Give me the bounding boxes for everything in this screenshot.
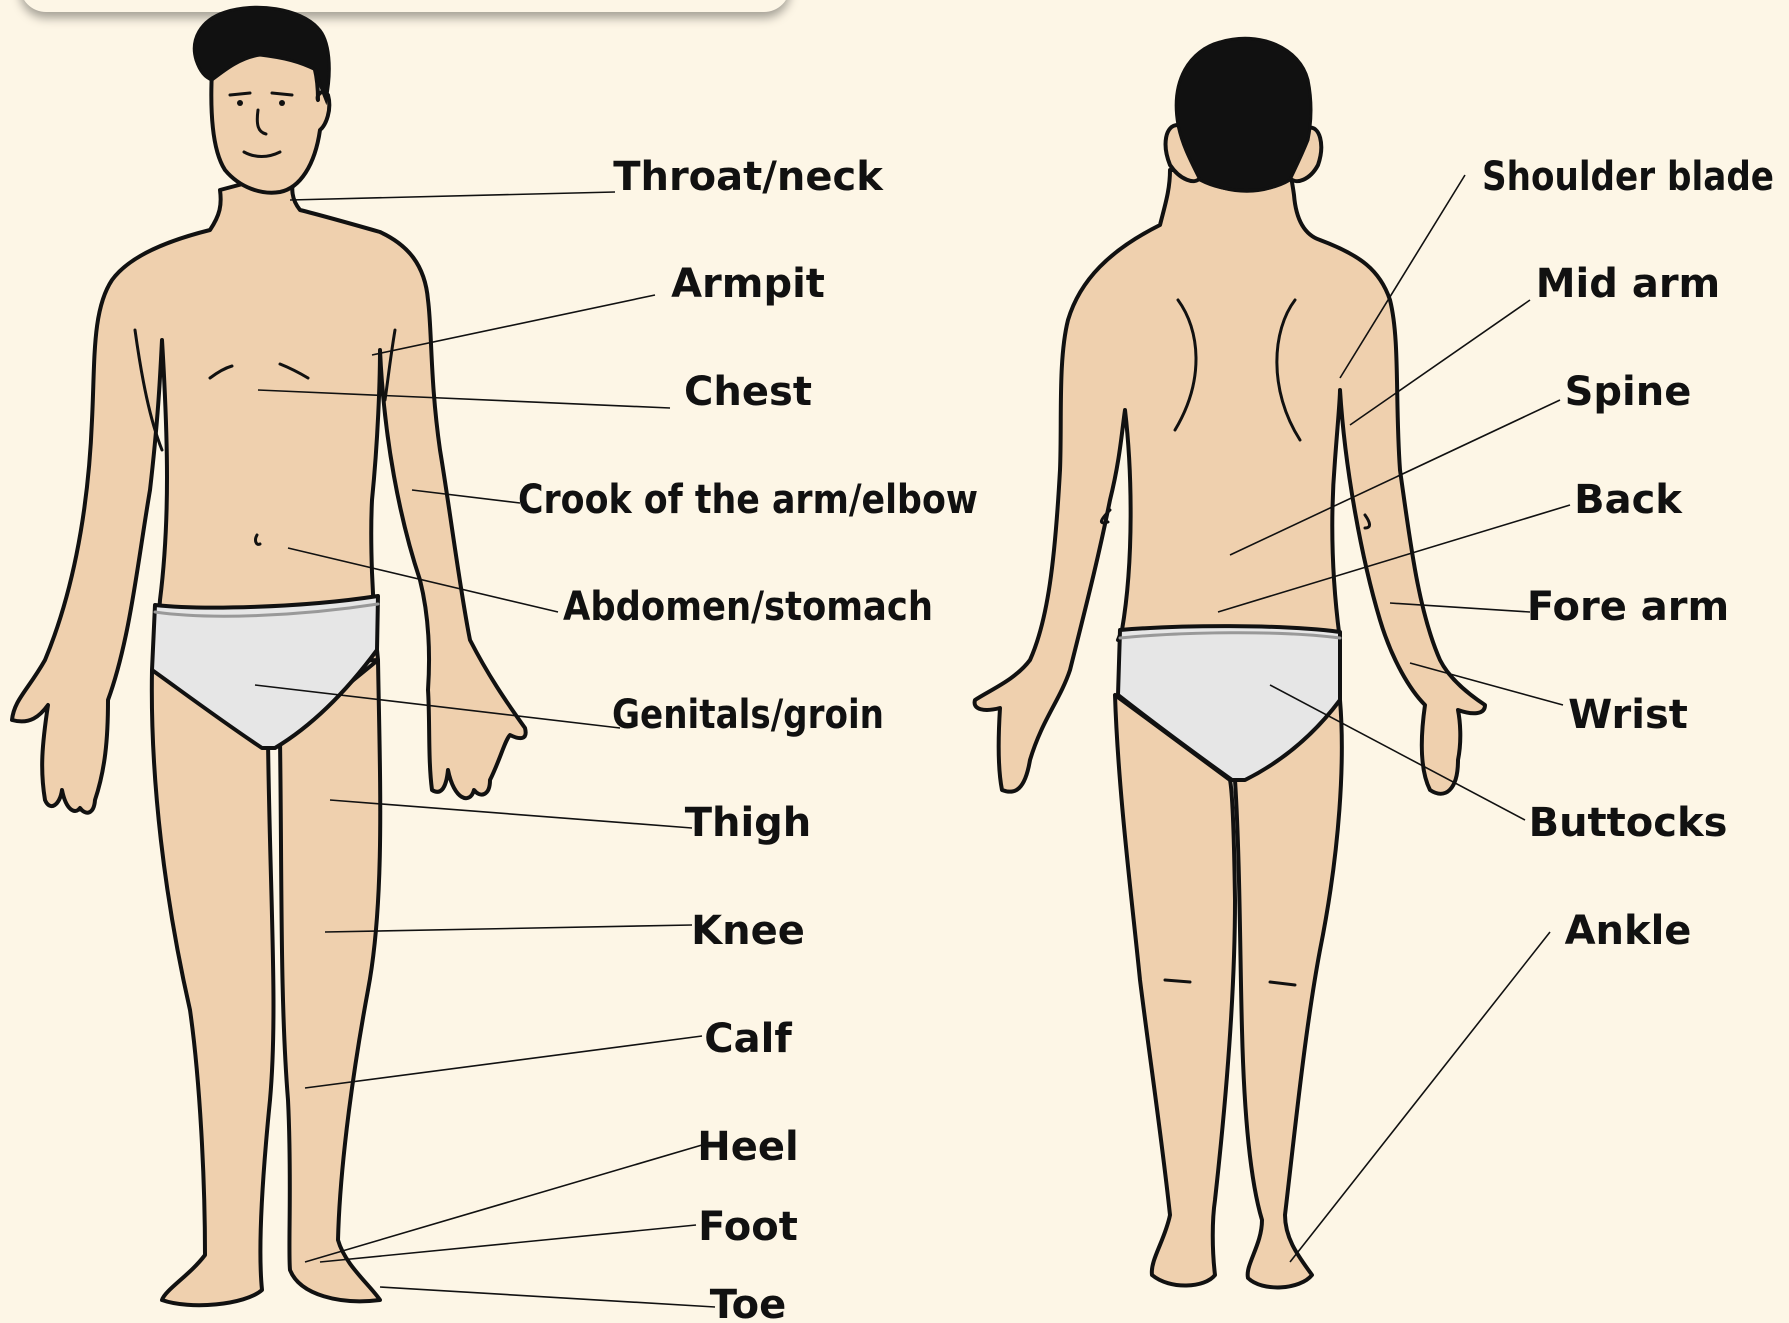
label-armpit: Armpit (671, 261, 825, 307)
label-genitals-groin: Genitals/groin (612, 692, 884, 738)
back-figure (975, 38, 1485, 1287)
label-back: Back (1574, 477, 1683, 523)
label-chest: Chest (684, 369, 812, 415)
label-wrist: Wrist (1568, 692, 1688, 738)
label-throat-neck: Throat/neck (613, 154, 884, 200)
label-knee: Knee (691, 908, 805, 954)
label-heel: Heel (697, 1124, 798, 1170)
label-mid-arm: Mid arm (1536, 261, 1720, 307)
front-figure (12, 7, 526, 1305)
back-right-leg (1115, 695, 1235, 1286)
label-calf: Calf (704, 1016, 792, 1062)
label-spine: Spine (1565, 369, 1692, 415)
label-buttocks: Buttocks (1529, 800, 1728, 846)
back-left-leg (1235, 700, 1342, 1287)
label-foot: Foot (698, 1204, 798, 1250)
front-labels: Throat/neck Armpit Chest Crook of the ar… (518, 154, 978, 1323)
front-right-leg (152, 670, 274, 1305)
label-fore-arm: Fore arm (1527, 584, 1729, 630)
label-crook-of-arm-elbow: Crook of the arm/elbow (518, 477, 978, 523)
label-abdomen-stomach: Abdomen/stomach (563, 584, 933, 630)
back-labels: Shoulder blade Mid arm Spine Back Fore a… (1482, 154, 1774, 954)
back-hair (1176, 38, 1311, 190)
front-left-leg (280, 660, 380, 1301)
label-thigh: Thigh (685, 800, 812, 846)
label-toe: Toe (710, 1282, 787, 1323)
label-ankle: Ankle (1565, 908, 1692, 954)
label-shoulder-blade: Shoulder blade (1482, 154, 1774, 200)
